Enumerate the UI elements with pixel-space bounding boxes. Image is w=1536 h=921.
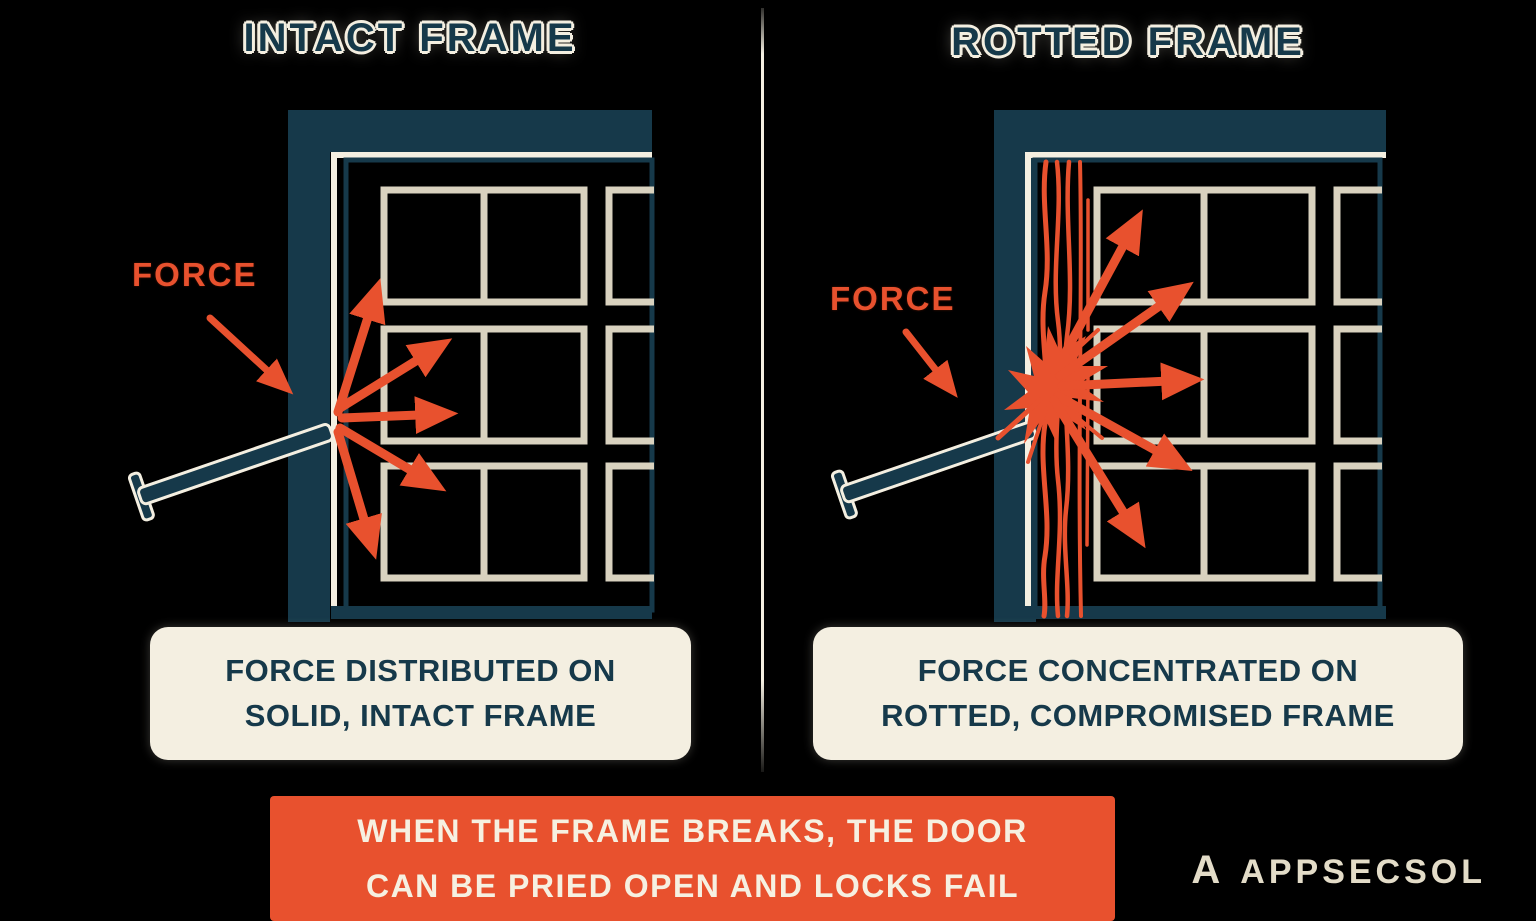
door-sill-bar bbox=[331, 606, 652, 619]
caption-line: FORCE CONCENTRATED ON bbox=[917, 653, 1359, 689]
logo-text: APPSECSOL bbox=[1240, 853, 1486, 891]
door-sill-bar bbox=[1025, 606, 1386, 619]
intact-frame-diagram bbox=[127, 110, 655, 622]
left-panel-title: INTACT FRAME bbox=[243, 16, 577, 60]
concentrated-force-arrows bbox=[1049, 209, 1205, 549]
frame-inner-highlight bbox=[331, 152, 337, 618]
burst-ray bbox=[1054, 398, 1104, 440]
brand-logo: A APPSECSOL bbox=[1191, 848, 1486, 893]
burst-ray bbox=[995, 397, 1043, 441]
force-arrow bbox=[335, 423, 447, 492]
right-caption-box: FORCE CONCENTRATED ON ROTTED, COMPROMISE… bbox=[813, 627, 1463, 760]
force-arrow bbox=[1051, 209, 1143, 375]
left-force-label: FORCE bbox=[132, 256, 258, 293]
force-arrow bbox=[1057, 362, 1205, 401]
force-pointer-arrow bbox=[206, 314, 294, 395]
banner-line: WHEN THE FRAME BREAKS, THE DOOR bbox=[357, 813, 1028, 850]
center-divider bbox=[761, 8, 764, 772]
door-panel bbox=[605, 325, 654, 445]
frame-header-bar bbox=[288, 110, 652, 152]
door-panel bbox=[605, 186, 654, 306]
left-caption-box: FORCE DISTRIBUTED ON SOLID, INTACT FRAME bbox=[150, 627, 691, 760]
prybar-icon bbox=[127, 423, 334, 522]
caption-line: ROTTED, COMPROMISED FRAME bbox=[881, 697, 1395, 733]
force-arrow bbox=[1053, 391, 1193, 472]
force-arrow bbox=[333, 427, 382, 560]
banner-line: CAN BE PRIED OPEN AND LOCKS FAIL bbox=[365, 867, 1020, 904]
force-arrow bbox=[1049, 395, 1146, 549]
impact-burst-icon bbox=[1004, 326, 1108, 446]
frame-jamb-bar bbox=[288, 110, 330, 622]
force-pointer-arrow bbox=[902, 328, 958, 398]
door-panels bbox=[380, 186, 654, 582]
right-force-label: FORCE bbox=[830, 280, 956, 317]
door-panel bbox=[605, 462, 654, 582]
distributed-force-arrows bbox=[333, 278, 459, 560]
door-panel bbox=[1333, 325, 1382, 445]
force-arrow bbox=[337, 396, 459, 435]
logo-mark: A bbox=[1191, 848, 1225, 892]
right-panel-title: ROTTED FRAME bbox=[951, 20, 1305, 64]
force-arrow bbox=[333, 278, 386, 417]
frame-inner-highlight bbox=[1025, 152, 1386, 158]
frame-header-bar bbox=[994, 110, 1386, 152]
caption-line: FORCE DISTRIBUTED ON bbox=[225, 653, 616, 689]
caption-line: SOLID, INTACT FRAME bbox=[244, 697, 597, 733]
force-arrow bbox=[1055, 281, 1194, 381]
door-panel bbox=[1333, 462, 1382, 582]
conclusion-banner: WHEN THE FRAME BREAKS, THE DOOR CAN BE P… bbox=[270, 796, 1115, 921]
frame-inner-highlight bbox=[331, 152, 652, 158]
force-arrow bbox=[335, 338, 453, 413]
door-panel bbox=[1333, 186, 1382, 306]
burst-ray bbox=[1026, 406, 1048, 464]
rotted-frame-diagram bbox=[830, 110, 1386, 622]
